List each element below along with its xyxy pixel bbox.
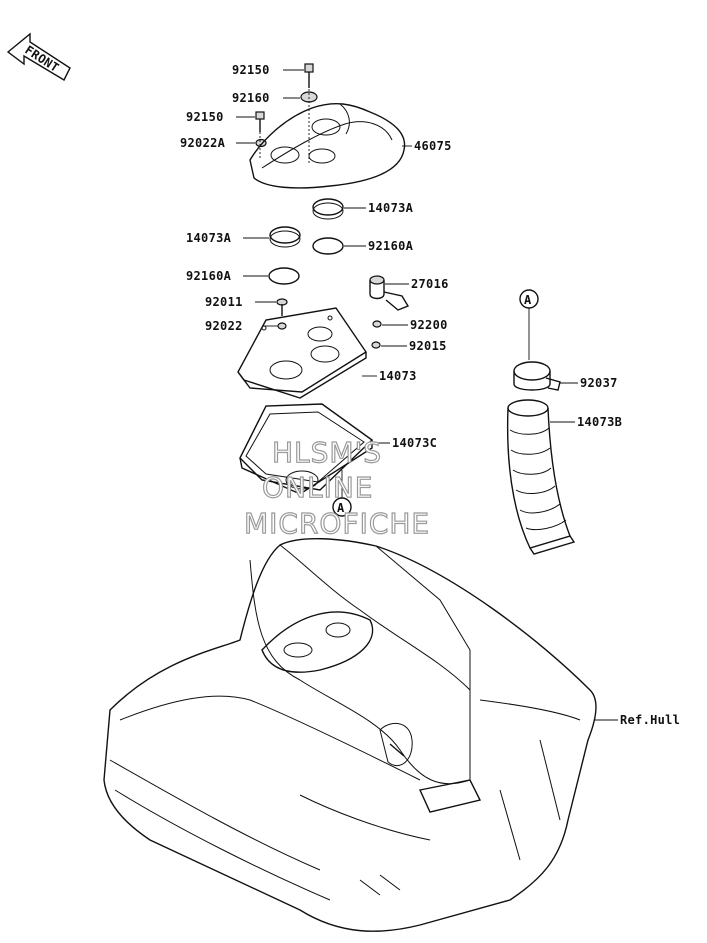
label-27016: 27016 [411, 277, 449, 291]
clamp-92037 [513, 361, 561, 391]
cover-46075 [249, 102, 406, 189]
sensor-27016 [369, 275, 410, 311]
oring-92160a-left [268, 267, 300, 285]
connector-a-bottom: A [332, 470, 352, 517]
ring-14073a-left [269, 226, 301, 248]
ring-14073a-right [312, 198, 344, 220]
oring-92160a-right [312, 237, 344, 255]
watermark-line-1: HLSM'S [272, 436, 382, 469]
label-92200: 92200 [410, 318, 448, 332]
bolt-92150-left [255, 111, 265, 132]
connector-a-top-label: A [524, 293, 532, 307]
case-14073 [237, 307, 367, 399]
label-14073a-right: 14073A [368, 201, 414, 215]
label-92150-top: 92150 [232, 63, 270, 77]
label-92160a-right: 92160A [368, 239, 414, 253]
hose-14073b [506, 399, 576, 555]
label-92160: 92160 [232, 91, 270, 105]
washer-92022 [277, 322, 287, 330]
nut-92015 [371, 341, 381, 349]
label-14073: 14073 [379, 369, 417, 383]
part-labels: 92150 92160 92150 92022A 46075 14073A 14… [180, 63, 680, 727]
label-46075: 46075 [414, 139, 452, 153]
bolt-92150-top [304, 63, 314, 88]
connector-a-top: A [519, 289, 539, 360]
case-14073c [239, 403, 374, 495]
label-14073b: 14073B [577, 415, 622, 429]
watermark: HLSM'S ONLINE MICROFICHE [243, 435, 430, 540]
label-92022a: 92022A [180, 136, 226, 150]
label-ref-hull: Ref.Hull [620, 713, 680, 727]
watermark-line-3: MICROFICHE [244, 507, 430, 540]
leader-lines [236, 69, 618, 721]
label-14073c: 14073C [392, 436, 437, 450]
label-92022: 92022 [205, 319, 243, 333]
hull-body [103, 538, 597, 932]
watermark-line-2: ONLINE [262, 471, 373, 504]
washer-92200 [372, 320, 382, 328]
label-14073a-left: 14073A [186, 231, 232, 245]
connector-a-bottom-label: A [337, 501, 345, 515]
label-92150-left: 92150 [186, 110, 224, 124]
front-arrow-icon: FRONT [6, 32, 71, 81]
label-92015: 92015 [409, 339, 447, 353]
label-92037: 92037 [580, 376, 618, 390]
label-92011: 92011 [205, 295, 243, 309]
label-92160a-left: 92160A [186, 269, 232, 283]
screw-92011 [276, 298, 288, 316]
